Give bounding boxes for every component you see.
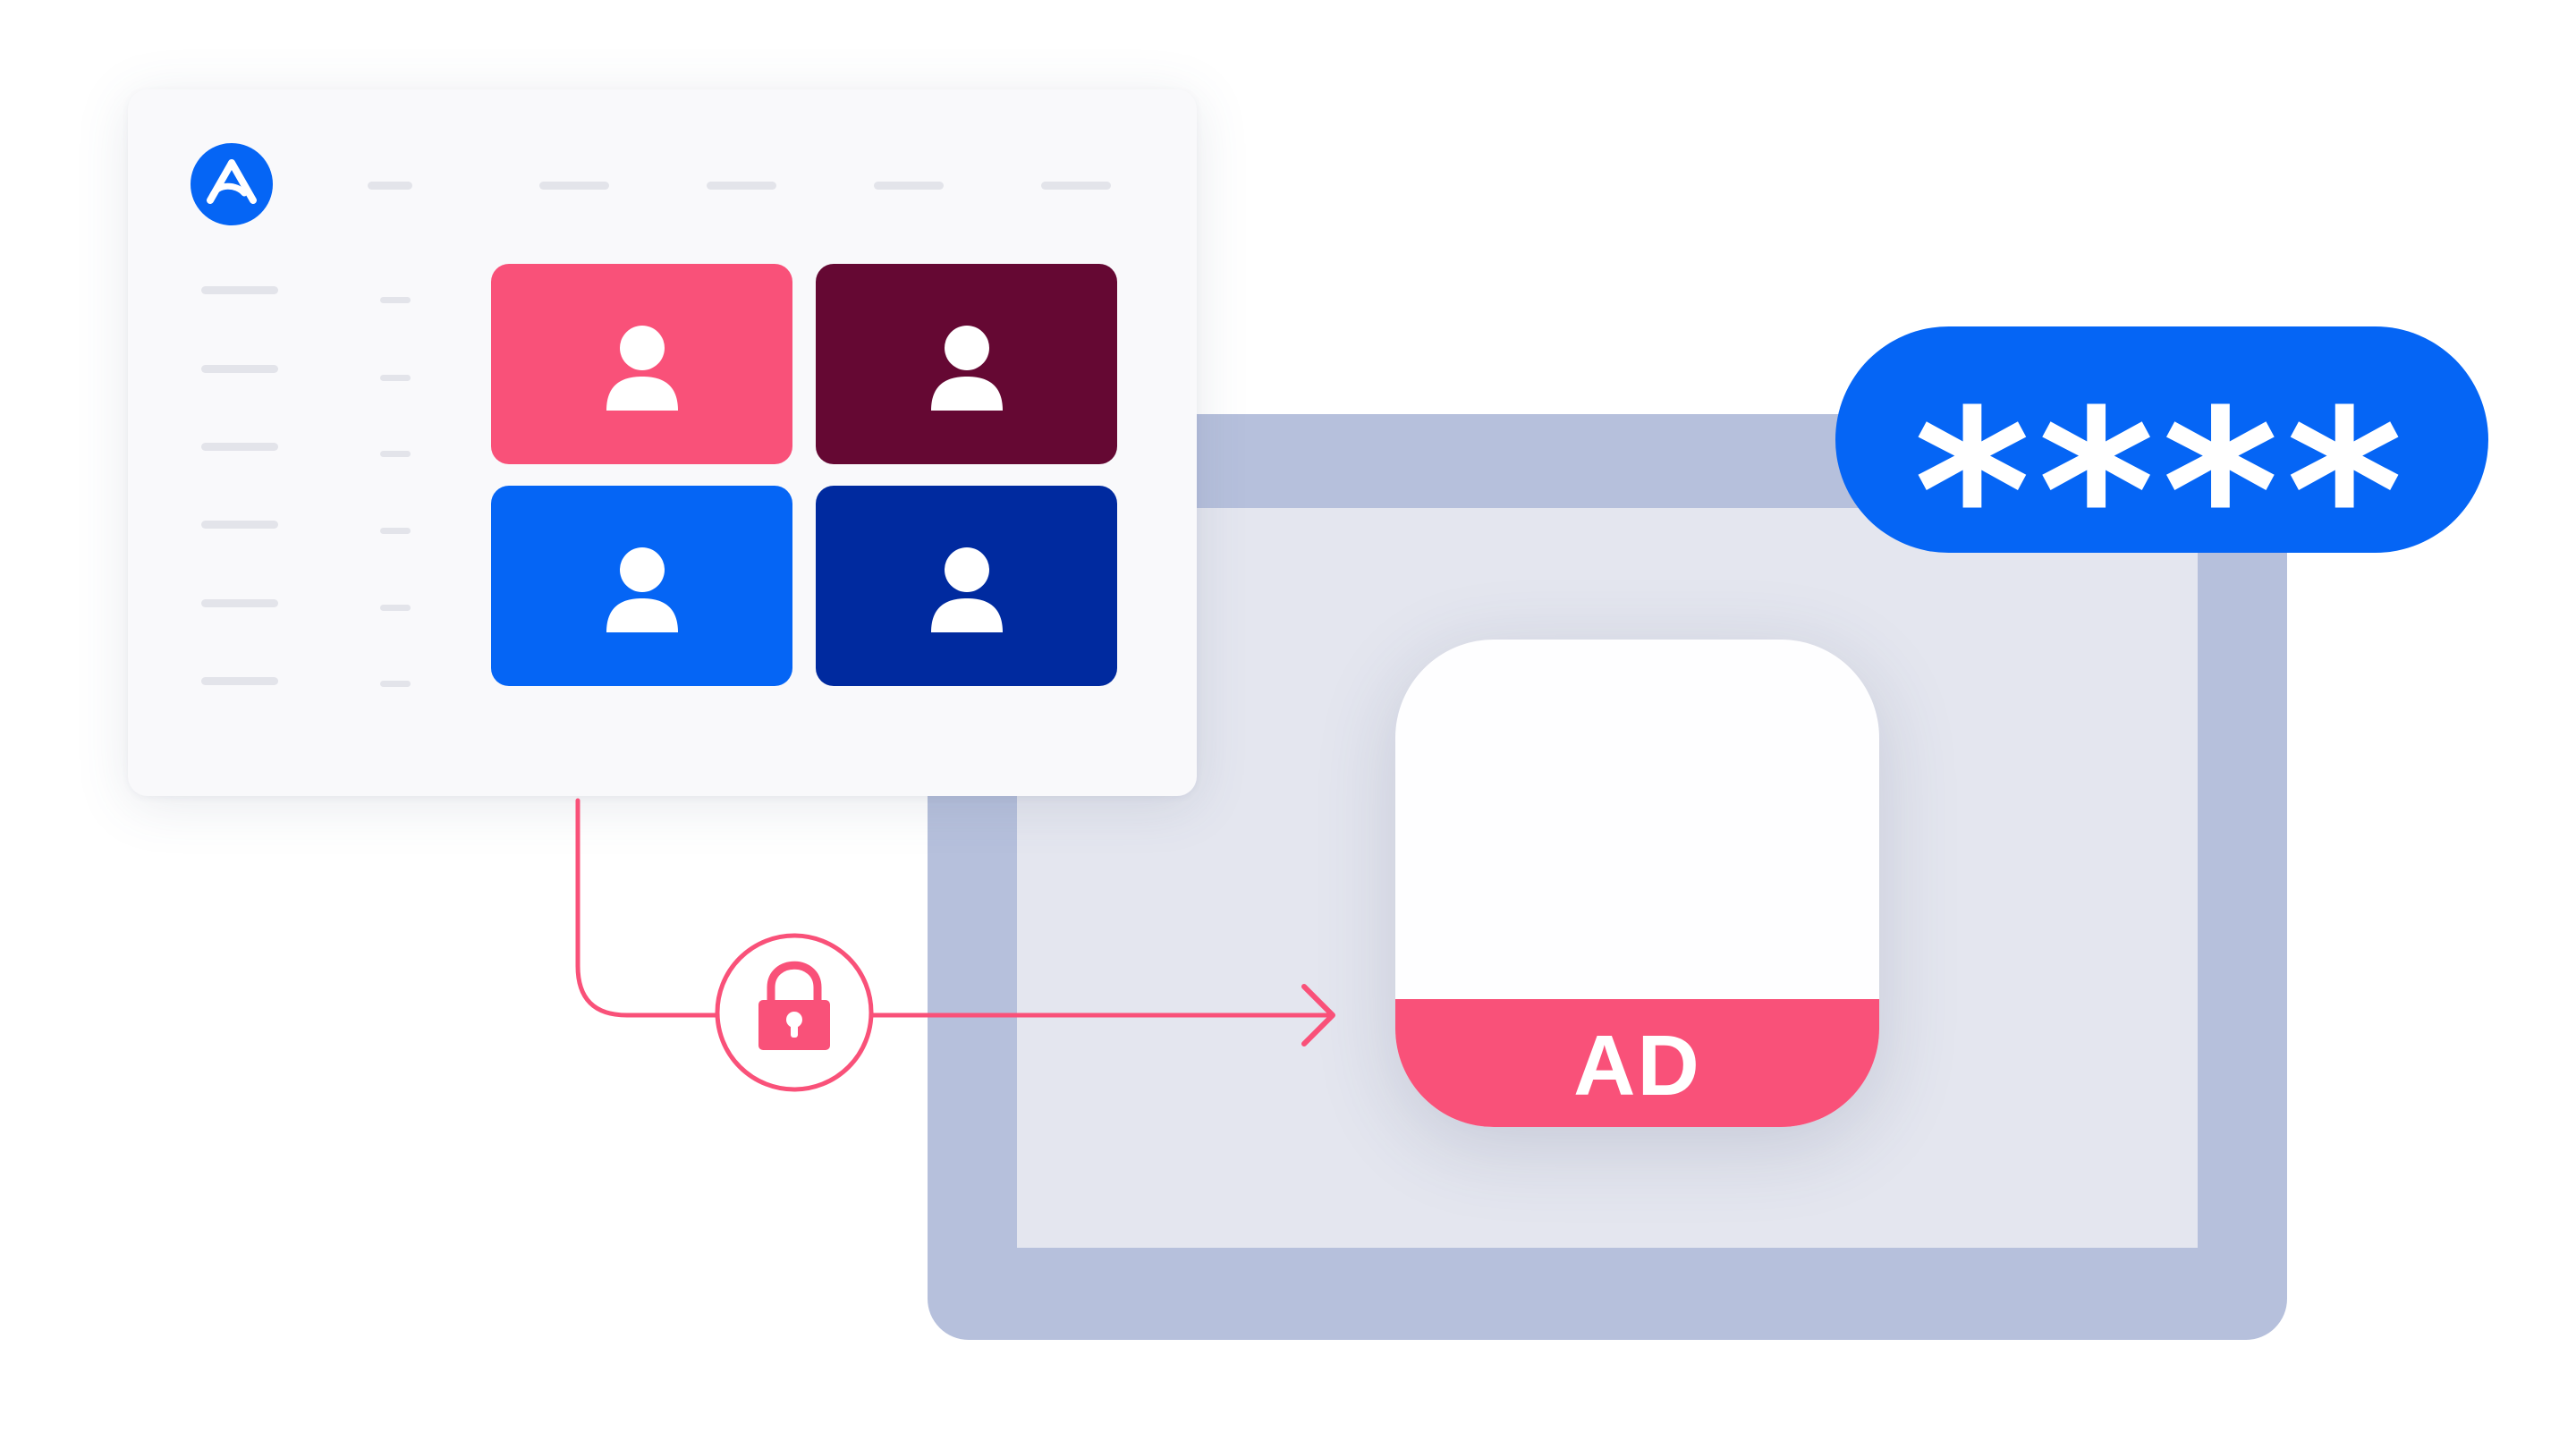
nav-placeholder[interactable]	[874, 182, 944, 190]
user-tile[interactable]	[816, 486, 1117, 686]
connector-line-left	[575, 798, 718, 1018]
sidebar-item-placeholder[interactable]	[201, 521, 278, 529]
nav-placeholder[interactable]	[539, 182, 609, 190]
dashboard-card	[128, 89, 1197, 796]
user-icon	[931, 547, 1003, 632]
user-tile[interactable]	[816, 264, 1117, 464]
sidebar-item-placeholder[interactable]	[201, 443, 278, 451]
sidebar-item-placeholder[interactable]	[201, 286, 278, 294]
user-icon	[606, 547, 678, 632]
sidebar-count-placeholder	[380, 681, 411, 687]
sidebar-item-placeholder[interactable]	[201, 599, 278, 607]
ad-app-card[interactable]: AD	[1395, 640, 1879, 1127]
sidebar-item-placeholder[interactable]	[201, 677, 278, 685]
sidebar-count-placeholder	[380, 605, 411, 611]
sidebar-count-placeholder	[380, 375, 411, 381]
password-pill: ****	[1835, 326, 2488, 604]
brand-logo-icon[interactable]	[191, 143, 273, 225]
password-mask: ****	[1913, 361, 2411, 623]
nav-placeholder[interactable]	[368, 182, 412, 190]
sidebar-item-placeholder[interactable]	[201, 365, 278, 373]
sidebar-count-placeholder	[380, 297, 411, 303]
user-tile[interactable]	[491, 264, 792, 464]
ad-label-bar: AD	[1395, 999, 1879, 1127]
user-icon	[606, 326, 678, 411]
arrowhead-icon	[1301, 984, 1335, 1046]
user-tile[interactable]	[491, 486, 792, 686]
padlock-icon	[715, 933, 874, 1092]
sidebar-count-placeholder	[380, 451, 411, 457]
nav-placeholder[interactable]	[707, 182, 776, 190]
nav-placeholder[interactable]	[1041, 182, 1111, 190]
ad-label: AD	[1573, 1017, 1701, 1114]
sidebar-count-placeholder	[380, 528, 411, 534]
user-icon	[931, 326, 1003, 411]
